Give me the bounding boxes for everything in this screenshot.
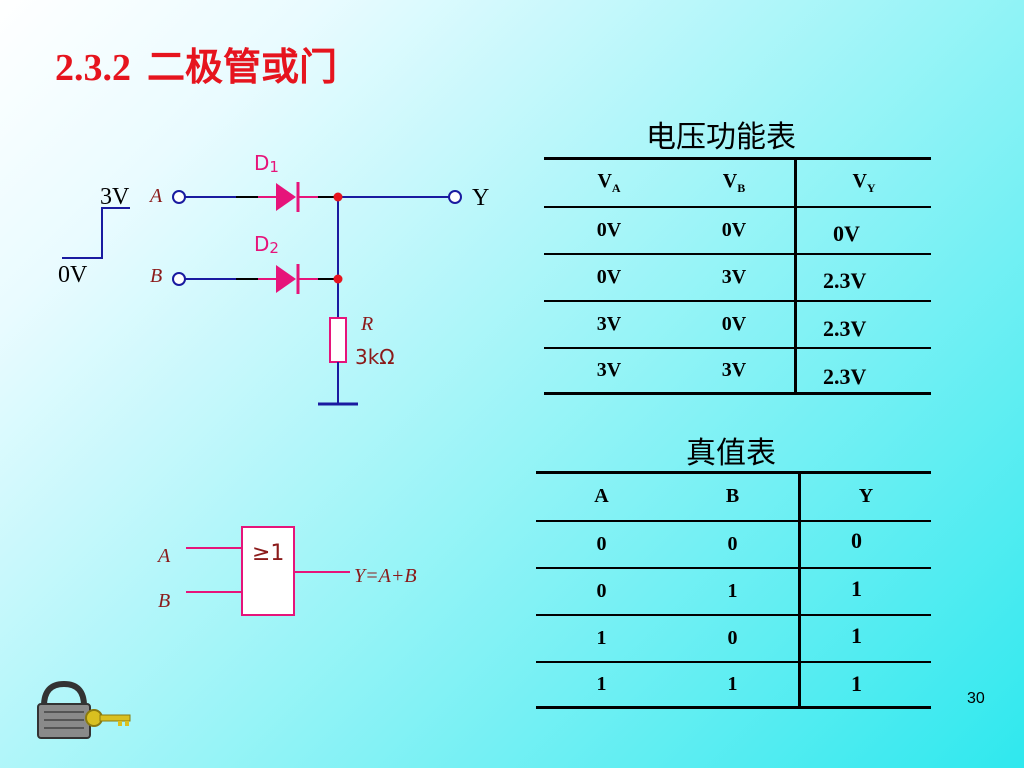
table-cell: 1 bbox=[536, 660, 667, 709]
output-terminal bbox=[448, 190, 462, 204]
voltage-header-va: VA bbox=[544, 157, 674, 208]
truth-table-caption: 真值表 bbox=[686, 436, 776, 471]
table-cell: 0 bbox=[667, 519, 801, 569]
table-cell: 0 bbox=[536, 519, 667, 569]
input-a-label: A bbox=[148, 185, 163, 207]
table-row: 0 0 bbox=[536, 519, 931, 569]
truth-output-1: 0 bbox=[851, 528, 862, 553]
resistor-value: 3kΩ bbox=[355, 345, 395, 369]
or-gate-symbol: ≥1 bbox=[252, 541, 284, 566]
input-low-label: 0V bbox=[58, 262, 88, 288]
section-number: 2.3.2 bbox=[55, 47, 131, 89]
voltage-table-header-row: VA VB VY bbox=[544, 157, 931, 208]
table-cell: 0V bbox=[674, 299, 797, 349]
table-cell-empty bbox=[795, 205, 931, 255]
header-sub: B bbox=[737, 180, 746, 195]
header-sub: Y bbox=[866, 180, 876, 195]
voltage-output-4: 2.3V bbox=[823, 364, 867, 389]
table-row: 0V 3V bbox=[544, 252, 931, 302]
voltage-table-caption: 电压功能表 bbox=[646, 120, 796, 155]
header-main: V bbox=[722, 169, 738, 192]
table-cell: 0 bbox=[536, 566, 667, 616]
output-label: Y bbox=[472, 185, 489, 211]
gate-input-a-label: A bbox=[156, 545, 171, 567]
table-row: 0V 0V bbox=[544, 205, 931, 255]
page-title: 2.3.2 二极管或门 bbox=[55, 36, 337, 91]
table-cell: 0V bbox=[544, 205, 674, 255]
input-b-label: B bbox=[150, 265, 162, 287]
header-main: V bbox=[597, 169, 612, 192]
table-row: 3V 3V bbox=[544, 346, 931, 395]
diode-d1-label: D1 bbox=[254, 151, 279, 176]
header-main: V bbox=[852, 169, 867, 192]
truth-table: A B Y 0 0 0 1 1 0 1 1 bbox=[536, 471, 931, 709]
table-cell: 0V bbox=[544, 252, 674, 302]
table-row: 1 1 bbox=[536, 660, 931, 709]
table-cell-empty bbox=[799, 660, 931, 709]
voltage-output-1: 0V bbox=[833, 221, 860, 246]
truth-output-4: 1 bbox=[851, 671, 862, 696]
voltage-output-3: 2.3V bbox=[823, 316, 867, 341]
diode-d1-letter: D bbox=[254, 151, 269, 175]
gate-output-expression: Y=A+B bbox=[354, 565, 417, 587]
voltage-header-vb: VB bbox=[674, 157, 797, 208]
table-cell-empty bbox=[799, 519, 931, 569]
padlock-key-icon bbox=[37, 680, 131, 739]
table-cell-empty bbox=[795, 346, 931, 395]
input-a-terminal bbox=[172, 190, 186, 204]
table-row: 3V 0V bbox=[544, 299, 931, 349]
resistor-label: R bbox=[360, 313, 373, 335]
table-cell: 1 bbox=[667, 660, 801, 709]
table-cell-empty bbox=[795, 252, 931, 302]
truth-output-3: 1 bbox=[851, 623, 862, 648]
table-cell: 3V bbox=[544, 346, 674, 395]
truth-table-header-row: A B Y bbox=[536, 471, 931, 522]
diode-d2-letter: D bbox=[254, 232, 269, 256]
table-cell: 3V bbox=[674, 346, 797, 395]
truth-header-a: A bbox=[536, 471, 667, 522]
diode-d1 bbox=[258, 182, 318, 212]
input-b-terminal bbox=[172, 272, 186, 286]
table-row: 1 0 bbox=[536, 613, 931, 663]
truth-header-b: B bbox=[667, 471, 801, 522]
input-waveform bbox=[62, 207, 130, 259]
table-cell: 0 bbox=[667, 613, 801, 663]
resistor bbox=[329, 317, 347, 363]
input-high-label: 3V bbox=[100, 184, 130, 210]
truth-header-y: Y bbox=[799, 471, 931, 522]
junction-bottom bbox=[333, 274, 343, 284]
diode-d2-label: D2 bbox=[254, 232, 279, 257]
gate-input-b-label: B bbox=[158, 590, 170, 612]
voltage-header-vy: VY bbox=[795, 157, 931, 208]
diode-d2-index: 2 bbox=[269, 239, 279, 257]
table-cell: 0V bbox=[674, 205, 797, 255]
voltage-table: VA VB VY 0V 0V 0V 3V 3V 0V 3V 3V bbox=[544, 157, 931, 395]
header-sub: A bbox=[611, 180, 621, 195]
page-number: 30 bbox=[967, 690, 985, 707]
diode-d2 bbox=[258, 264, 318, 294]
or-gate-box bbox=[241, 526, 295, 616]
section-title: 二极管或门 bbox=[147, 47, 338, 89]
truth-output-2: 1 bbox=[851, 576, 862, 601]
table-cell-empty bbox=[795, 299, 931, 349]
table-cell: 3V bbox=[544, 299, 674, 349]
table-cell: 1 bbox=[667, 566, 801, 616]
table-cell-empty bbox=[799, 613, 931, 663]
table-cell: 1 bbox=[536, 613, 667, 663]
table-cell-empty bbox=[799, 566, 931, 616]
table-cell: 3V bbox=[674, 252, 797, 302]
diode-d1-index: 1 bbox=[269, 158, 279, 176]
voltage-output-2: 2.3V bbox=[823, 268, 867, 293]
junction-top bbox=[333, 192, 343, 202]
table-row: 0 1 bbox=[536, 566, 931, 616]
